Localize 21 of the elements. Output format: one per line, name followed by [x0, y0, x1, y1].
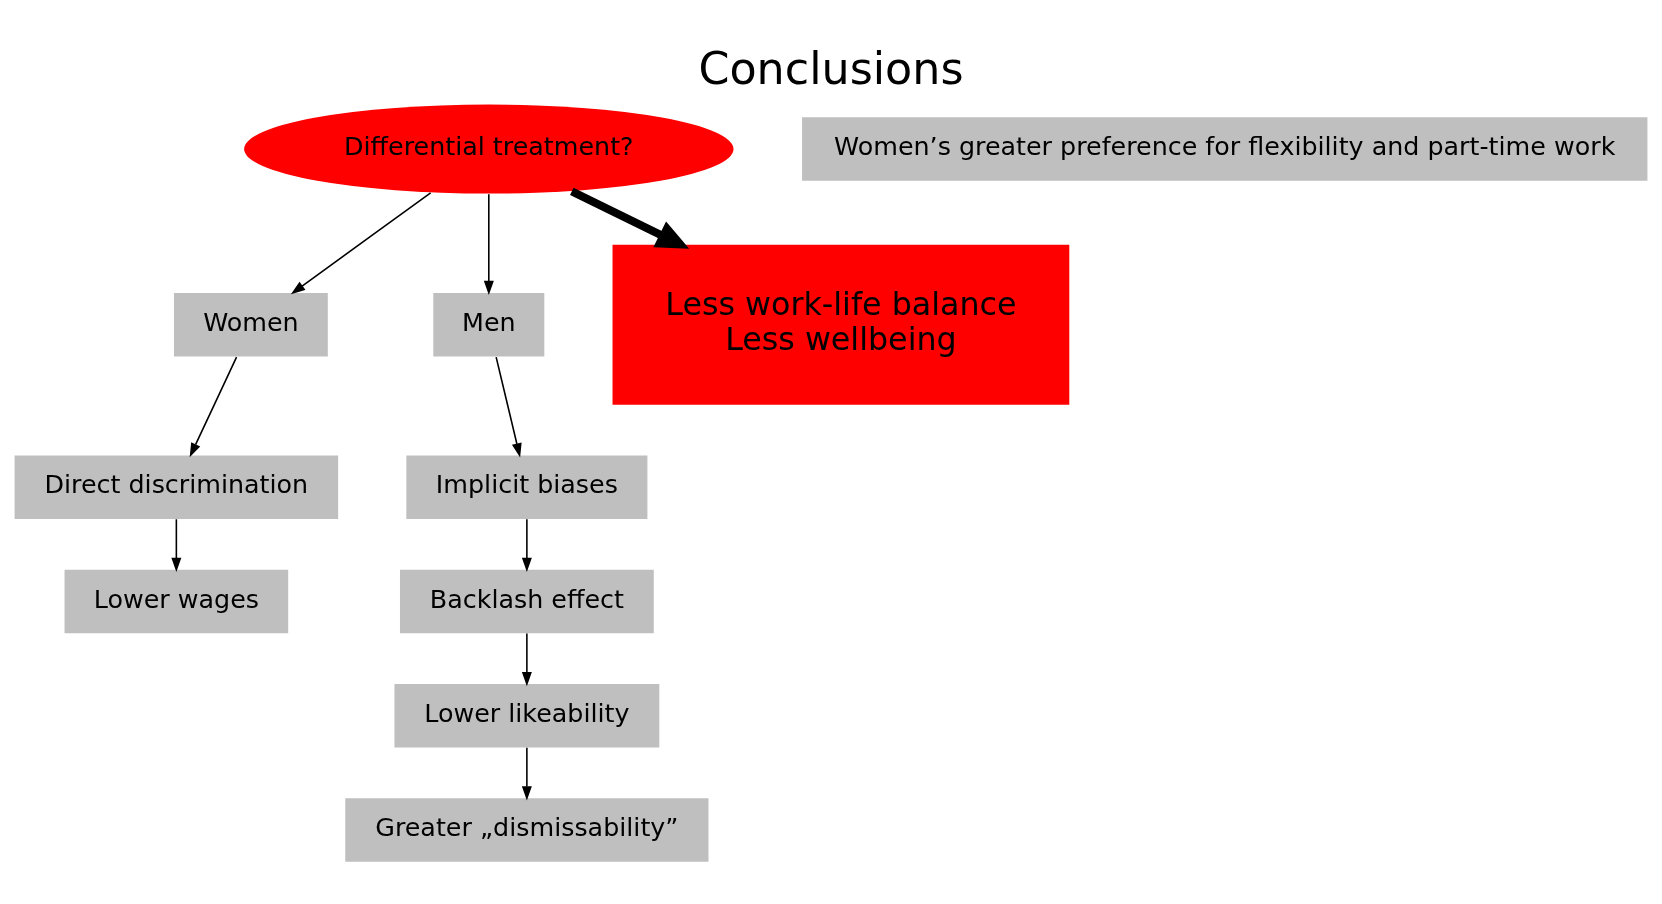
node-box: Lower wages	[64, 569, 289, 634]
arrow	[171, 518, 182, 573]
arrow	[483, 193, 494, 296]
node-ellipse: Differential treatment?	[244, 104, 734, 194]
diagram-title: Conclusions	[698, 43, 964, 95]
arrow	[521, 518, 532, 573]
arrow	[495, 356, 522, 458]
node-box: Direct discrimination	[14, 455, 339, 520]
node-box: Greater „dismissability”	[345, 798, 709, 862]
node-box: Implicit biases	[406, 455, 648, 520]
arrow	[521, 632, 532, 687]
node-box: Men	[433, 293, 545, 357]
arrow	[189, 356, 238, 458]
node-box: Women	[173, 293, 328, 357]
arrow	[570, 187, 690, 249]
node-box: Lower likeability	[394, 684, 660, 748]
arrow	[290, 192, 432, 295]
node-box: Backlash effect	[400, 569, 654, 634]
node-box: Less work-life balance Less wellbeing	[612, 244, 1070, 405]
arrow	[521, 746, 532, 801]
node-box: Women’s greater preference for flexibility and part-time work	[802, 117, 1648, 181]
